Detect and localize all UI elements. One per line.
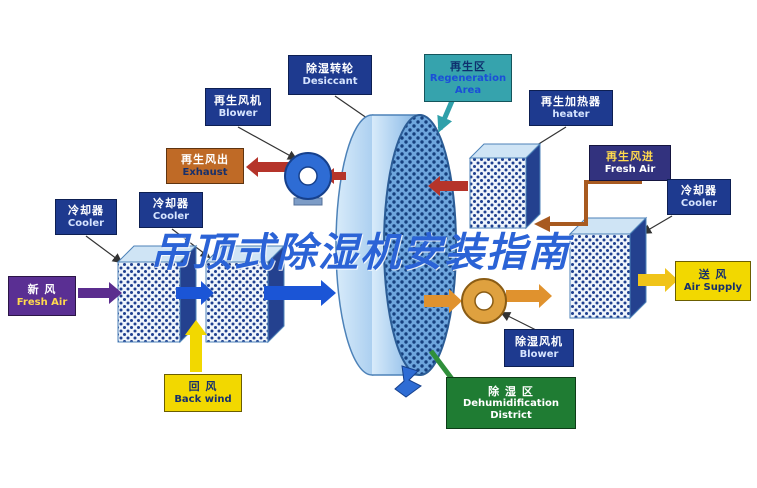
process-air-arrow-2 <box>264 280 336 306</box>
pointer-cooler-mid <box>171 228 211 259</box>
label-desiccant: 除湿转轮 Desiccant <box>288 55 372 95</box>
fresh-air-arrow <box>78 282 122 304</box>
label-dehumid-district-en: Dehumidification District <box>462 398 560 421</box>
label-air-supply-zh: 送 风 <box>698 268 728 282</box>
label-back-wind: 回 风 Back wind <box>164 374 242 412</box>
desiccant-wheel <box>335 114 457 376</box>
label-regen-heater: 再生加热器 heater <box>529 90 613 126</box>
dehumid-district-line <box>429 349 454 381</box>
label-fresh-air: 新 风 Fresh Air <box>8 276 76 316</box>
label-regen-fresh-air: 再生风进 Fresh Air <box>589 145 671 181</box>
regen-blower-fan <box>284 152 332 206</box>
regen-inlet-duct-line <box>534 180 642 232</box>
ribbon-decoration <box>394 365 422 398</box>
label-cooler-mid: 冷却器 Cooler <box>139 192 203 228</box>
label-desiccant-en: Desiccant <box>302 76 358 88</box>
label-desiccant-zh: 除湿转轮 <box>306 62 354 76</box>
label-dehumid-blower: 除湿风机 Blower <box>504 329 574 367</box>
label-cooler-right-zh: 冷却器 <box>681 184 717 198</box>
fan-hub <box>474 291 494 311</box>
label-dehumid-district: 除 湿 区 Dehumidification District <box>446 377 576 429</box>
label-dehumid-district-zh: 除 湿 区 <box>488 384 534 398</box>
label-air-supply-en: Air Supply <box>683 282 743 294</box>
label-exhaust-en: Exhaust <box>182 167 228 179</box>
fan-hub <box>298 166 318 186</box>
pointer-cooler-left <box>85 235 123 264</box>
label-cooler-right: 冷却器 Cooler <box>667 179 731 215</box>
label-air-supply: 送 风 Air Supply <box>675 261 751 301</box>
label-regen-blower-zh: 再生风机 <box>214 94 262 108</box>
label-cooler-right-en: Cooler <box>680 198 718 210</box>
label-back-wind-en: Back wind <box>174 394 232 406</box>
process-air-arrow-1 <box>176 281 214 305</box>
air-flow-arrows <box>78 157 678 372</box>
regen-area-arrow <box>437 100 455 133</box>
dehumid-blower-fan <box>461 278 507 324</box>
label-regen-area-zh: 再生区 <box>450 59 486 73</box>
cube-face <box>569 233 631 319</box>
supply-air-arrow <box>638 268 678 292</box>
regen-exhaust-arrow <box>246 157 290 177</box>
label-regen-area-en: Regeneration Area <box>429 73 507 96</box>
label-regen-blower-en: Blower <box>218 108 258 120</box>
cube-face <box>117 261 181 343</box>
label-regen-heater-zh: 再生加热器 <box>541 95 601 109</box>
label-back-wind-zh: 回 风 <box>188 380 218 394</box>
label-cooler-left-en: Cooler <box>67 218 105 230</box>
label-regen-area: 再生区 Regeneration Area <box>424 54 512 102</box>
label-pointer-lines <box>85 95 673 331</box>
label-regen-fresh-air-en: Fresh Air <box>604 164 656 176</box>
label-fresh-air-en: Fresh Air <box>16 297 68 309</box>
pointer-cooler-right <box>641 215 673 235</box>
label-exhaust: 再生风出 Exhaust <box>166 148 244 184</box>
label-cooler-mid-en: Cooler <box>152 211 190 223</box>
label-cooler-mid-zh: 冷却器 <box>153 197 189 211</box>
regen-heater-cube <box>468 142 542 230</box>
label-cooler-left-zh: 冷却器 <box>68 204 104 218</box>
dry-air-arrow-to-fan <box>424 289 462 313</box>
pointer-regen-blower <box>237 126 298 160</box>
label-cooler-left: 冷却器 Cooler <box>55 199 117 235</box>
page-title-watermark: 吊顶式除湿机安装指南 <box>150 230 570 276</box>
heat-exchanger-right <box>568 216 648 320</box>
pointer-dehumid-blower <box>500 312 537 331</box>
cube-face <box>205 261 269 343</box>
regen-hot-arrow-heater-to-wheel <box>428 176 468 196</box>
label-dehumid-blower-zh: 除湿风机 <box>515 335 563 349</box>
cube-side <box>525 142 541 230</box>
label-regen-fresh-air-zh: 再生风进 <box>606 150 654 164</box>
label-fresh-air-zh: 新 风 <box>27 283 57 297</box>
label-dehumid-blower-en: Blower <box>519 349 559 361</box>
return-air-arrow-up <box>185 320 207 372</box>
label-regen-blower: 再生风机 Blower <box>205 88 271 126</box>
cube-face <box>469 157 527 229</box>
label-exhaust-zh: 再生风出 <box>181 153 229 167</box>
cube-side <box>629 216 647 320</box>
label-regen-heater-en: heater <box>552 109 590 121</box>
dry-air-arrow-from-fan <box>506 284 552 308</box>
